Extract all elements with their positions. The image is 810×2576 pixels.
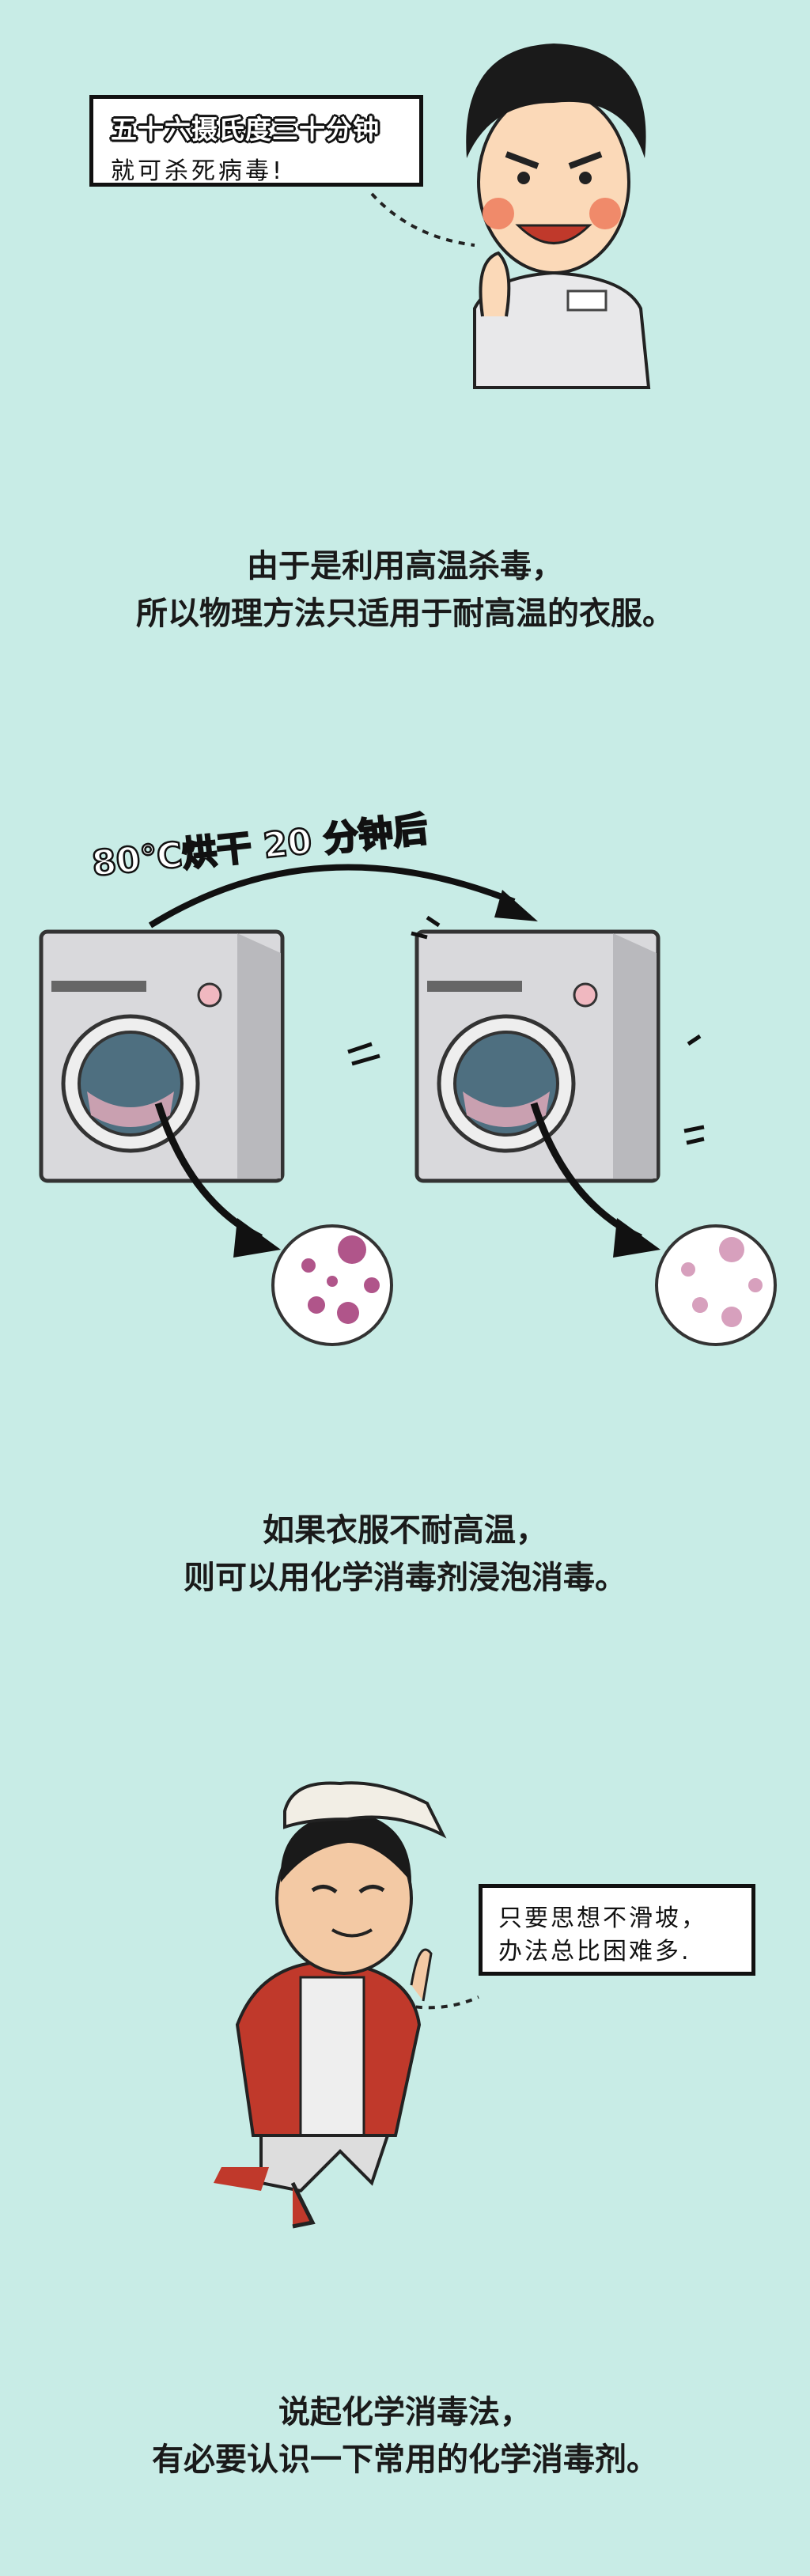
caption-3-line-1: 说起化学消毒法， [278, 2394, 532, 2430]
virus-circle-before [271, 1224, 393, 1346]
arc-arrow [148, 864, 538, 929]
caption-2: 如果衣服不耐高温， 则可以用化学消毒剂浸泡消毒。 [0, 1507, 810, 1602]
caption-1: 由于是利用高温杀毒， 所以物理方法只适用于耐高温的衣服。 [0, 543, 810, 637]
caption-2-line-1: 如果衣服不耐高温， [263, 1512, 547, 1549]
motion-lines [347, 1042, 380, 1066]
caption-2-line-2: 则可以用化学消毒剂浸泡消毒。 [184, 1560, 626, 1596]
caption-1-line-2: 所以物理方法只适用于耐高温的衣服。 [136, 596, 674, 632]
speech-bubble-2: 只要思想不滑坡， 办法总比困难多. [479, 1884, 755, 1976]
virus-circle-after [655, 1224, 777, 1346]
bubble-2-line-1: 只要思想不滑坡， [498, 1905, 707, 1932]
bubble-1-line-2: 就可杀死病毒! [111, 157, 286, 185]
bubble-2-line-2: 办法总比困难多. [498, 1938, 691, 1965]
speech-bubble-1: 五十六摄氏度三十分钟 就可杀死病毒! [89, 95, 423, 187]
washing-machine-after [411, 915, 705, 1258]
washing-machine-before [39, 929, 285, 1258]
caption-3: 说起化学消毒法， 有必要认识一下常用的化学消毒剂。 [0, 2389, 810, 2483]
caption-1-line-1: 由于是利用高温杀毒， [247, 548, 563, 584]
cartoon-man-character-2 [214, 1781, 479, 2229]
bubble-1-line-1: 五十六摄氏度三十分钟 [111, 114, 380, 145]
caption-3-line-2: 有必要认识一下常用的化学消毒剂。 [152, 2442, 658, 2478]
cartoon-man-character-1 [370, 44, 651, 389]
arc-label: 80℃烘干 20 分钟后 [90, 809, 430, 884]
